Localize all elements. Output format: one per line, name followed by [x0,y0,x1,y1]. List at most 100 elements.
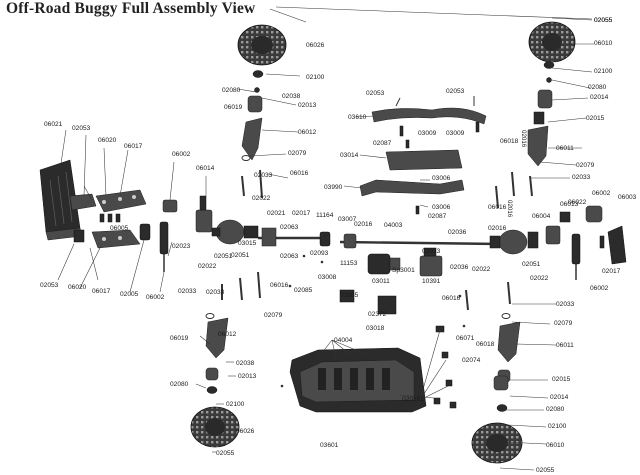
part-number-label: 06012 [218,331,237,338]
part-number-label: 02033 [556,301,575,308]
part-number-label: 02016 [520,130,527,148]
rear-hardware [433,325,509,409]
small-screws [280,254,466,402]
part-number-label: 02100 [306,74,325,81]
part-number-label: 02087 [428,213,447,220]
part-number-label: 02016 [488,225,507,232]
part-number-label: 02017 [292,210,311,217]
part-number-label: 02033 [254,172,273,179]
part-number-label: 02063 [280,224,299,231]
part-number-label: 06026 [306,42,325,49]
part-number-label: 06005 [110,225,129,232]
chassis-plate [289,347,427,413]
part-number-label: 03011 [372,278,390,285]
part-number-label: 02053 [72,125,91,132]
front-wing [39,159,83,241]
part-number-label: 02013 [238,373,257,380]
part-number-label: 03013 [422,248,441,255]
part-number-label: 02093 [310,250,329,257]
front-left-shock [159,199,178,272]
front-diff-housing [211,219,259,245]
top-brace [371,96,487,125]
part-number-label: 02051 [231,252,250,259]
part-number-label: 06071 [456,335,475,342]
part-number-label: 02053 [446,88,465,95]
part-number-label: 06019 [170,335,189,342]
part-number-label: 02033 [178,288,197,295]
center-driveshaft [258,227,501,249]
part-number-label: 03006 [432,204,451,211]
part-number-label: 06010 [546,442,565,449]
part-number-label: 02033 [572,174,591,181]
motor [367,253,401,275]
part-number-label: 02033 [206,289,225,296]
left-upper-arm [241,70,264,161]
wheel-bottom-left [190,406,240,448]
part-number-label: 02005 [120,291,139,298]
right-linkages [465,171,533,311]
part-number-label: 06011 [556,145,574,152]
left-lower-arm [205,313,229,394]
part-number-label: 02087 [373,140,392,147]
part-number-label: 04003 [384,222,403,229]
part-number-label: 06010 [594,40,613,47]
part-number-label: 02016 [354,221,373,228]
part-number-label: 03601 [320,442,339,449]
wheel-bottom-right [471,422,523,464]
rear-right-shock [571,233,581,280]
wheel-top-right [528,21,576,63]
part-number-label: 02100 [226,401,245,408]
front-bulkhead-plates [99,213,121,223]
part-number-label: 06002 [590,285,609,292]
part-number-label: 06016 [442,295,461,302]
wheel-top-left [237,24,287,66]
part-number-label: 02079 [288,150,307,157]
part-number-label: 06018 [476,341,495,348]
part-number-label: 02051 [214,253,233,260]
part-number-label: 06021 [44,121,63,128]
part-number-label: 06013 [560,201,579,208]
part-number-label: 03007 [338,216,357,223]
part-number-label: 11164 [316,212,334,219]
part-number-label: 02017 [602,268,621,275]
part-number-label: 06017 [124,143,143,150]
part-number-label: 02038 [236,360,255,367]
part-number-label: 02036 [450,264,469,271]
part-number-label: 02014 [590,94,609,101]
servo-block [339,289,397,315]
part-number-label: 02036 [448,229,467,236]
part-number-label: 02079 [576,162,595,169]
part-number-label: 02085 [340,292,359,299]
part-number-label: 06020 [98,137,117,144]
part-number-label: 06026 [236,428,255,435]
part-number-label: 06003 [618,194,637,201]
part-number-label: 03009 [418,130,437,137]
right-upper-arm [527,61,555,167]
part-number-label: 02015 [586,115,605,122]
part-number-label: 02014 [550,394,569,401]
battery-tray-brace [359,179,465,197]
part-number-label: 02022 [252,195,271,202]
part-number-label: 06022 [568,199,587,206]
part-number-label: 02038 [282,93,301,100]
part-number-label: 02023 [172,243,191,250]
part-number-label: 02016 [506,200,513,218]
part-number-label: 06016 [290,170,309,177]
part-number-label: 03018 [366,325,385,332]
part-number-label: 02100 [594,68,613,75]
part-number-label: 03015 [238,240,257,247]
part-number-label: 06014 [196,165,215,172]
part-number-label: 02100 [548,423,567,430]
diagram-title: Off-Road Buggy Full Assembly View [6,0,256,17]
part-number-label: 02063 [280,253,299,260]
part-number-label: 02080 [170,381,189,388]
part-number-label: 02015 [552,376,571,383]
small-posts [399,121,480,215]
rear-bumper [607,225,627,265]
part-number-label: 02079 [264,312,283,319]
part-number-label: 03990 [324,184,343,191]
left-linkages [221,169,263,301]
part-number-label: 02080 [222,87,241,94]
part-number-label: 06012 [298,129,317,136]
